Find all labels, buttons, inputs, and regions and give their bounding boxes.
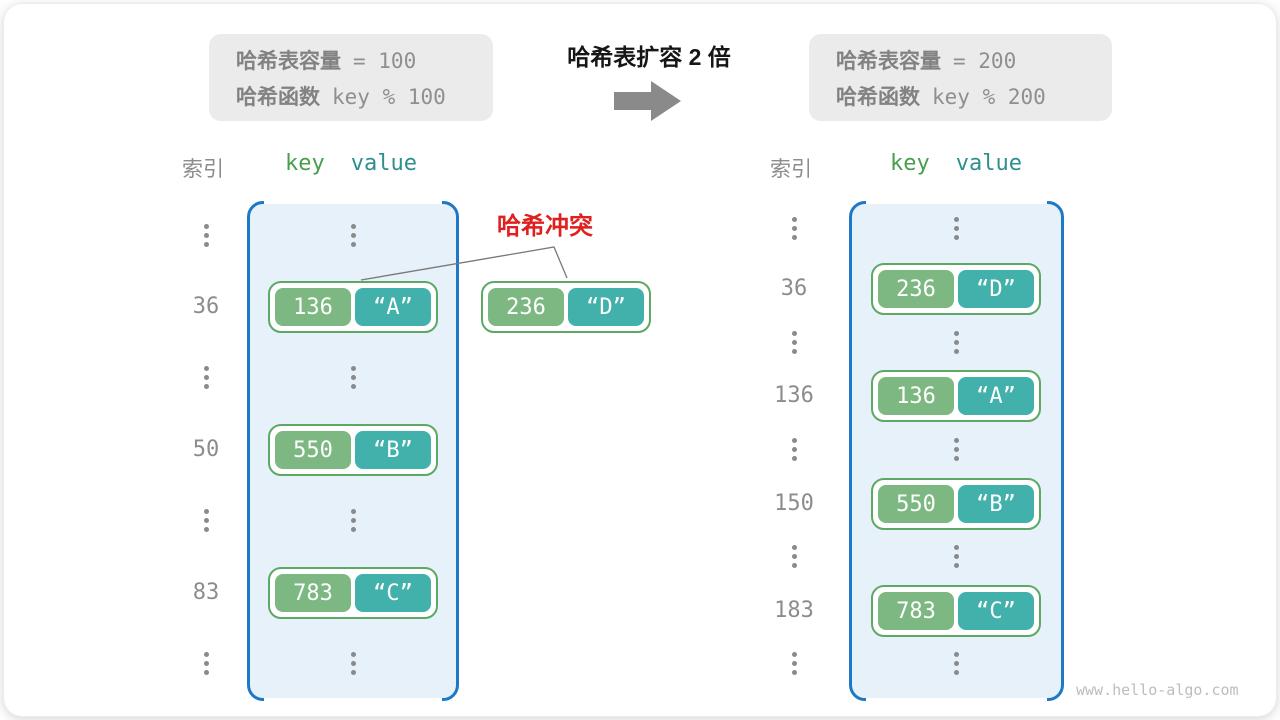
hash-fn-value: key % 200: [932, 85, 1046, 109]
key-cell: 136: [275, 288, 351, 326]
index-label: 50: [192, 437, 220, 462]
ellipsis: [784, 217, 804, 240]
kv-pair: 550 “B”: [871, 478, 1041, 530]
hash-fn-line: 哈希函数 key % 200: [836, 79, 1112, 115]
kv-pair: 236 “D”: [871, 263, 1041, 315]
index-label: 83: [192, 580, 220, 605]
kv-header-left: key value: [285, 151, 417, 176]
key-cell: 136: [878, 377, 954, 415]
ellipsis: [784, 331, 804, 354]
hash-fn-line: 哈希函数 key % 100: [236, 79, 493, 115]
key-cell: 783: [275, 574, 351, 612]
capacity-label: 哈希表容量: [836, 50, 941, 73]
value-cell: “C”: [355, 574, 431, 612]
arrow-head: [651, 81, 681, 121]
ellipsis: [784, 438, 804, 461]
expand-title: 哈希表扩容 2 倍: [567, 44, 731, 70]
ellipsis: [343, 366, 363, 389]
value-header: value: [350, 151, 417, 176]
ellipsis: [196, 652, 216, 675]
ellipsis: [784, 652, 804, 675]
index-label: 136: [774, 383, 814, 408]
ellipsis: [343, 224, 363, 247]
ellipsis: [196, 224, 216, 247]
value-cell: “A”: [355, 288, 431, 326]
key-header: key: [285, 151, 325, 176]
kv-pair-colliding: 236 “D”: [481, 281, 651, 333]
capacity-line: 哈希表容量 = 200: [836, 43, 1112, 79]
ellipsis: [196, 366, 216, 389]
key-cell: 550: [275, 431, 351, 469]
capacity-panel-before: 哈希表容量 = 100 哈希函数 key % 100: [209, 34, 493, 121]
value-header: value: [955, 151, 1022, 176]
diagram-canvas: 哈希表容量 = 100 哈希函数 key % 100 哈希表扩容 2 倍 哈希表容量…: [4, 4, 1276, 716]
kv-header-right: key value: [890, 151, 1022, 176]
ellipsis: [784, 545, 804, 568]
key-cell: 236: [878, 270, 954, 308]
kv-pair: 783 “C”: [871, 585, 1041, 637]
hash-fn-value: key % 100: [332, 85, 446, 109]
watermark: www.hello-algo.com: [1076, 681, 1239, 699]
key-cell: 783: [878, 592, 954, 630]
index-label: 183: [774, 598, 814, 623]
capacity-line: 哈希表容量 = 100: [236, 43, 493, 79]
kv-pair: 136 “A”: [268, 281, 438, 333]
index-label: 150: [774, 491, 814, 516]
ellipsis: [946, 438, 966, 461]
value-cell: “D”: [958, 270, 1034, 308]
key-cell: 550: [878, 485, 954, 523]
value-cell: “A”: [958, 377, 1034, 415]
hash-fn-label: 哈希函数: [236, 86, 320, 109]
value-cell: “B”: [958, 485, 1034, 523]
key-cell: 236: [488, 288, 564, 326]
capacity-value: = 100: [353, 49, 417, 73]
index-label: 36: [192, 294, 220, 319]
ellipsis: [946, 652, 966, 675]
right-arrow-icon: [614, 81, 681, 121]
value-cell: “D”: [568, 288, 644, 326]
capacity-label: 哈希表容量: [236, 50, 341, 73]
ellipsis: [196, 509, 216, 532]
ellipsis: [946, 331, 966, 354]
key-header: key: [890, 151, 930, 176]
ellipsis: [343, 652, 363, 675]
collision-label: 哈希冲突: [497, 213, 593, 240]
hash-fn-label: 哈希函数: [836, 86, 920, 109]
index-header-right: 索引: [770, 158, 812, 181]
kv-pair: 783 “C”: [268, 567, 438, 619]
ellipsis: [946, 545, 966, 568]
capacity-value: = 200: [953, 49, 1017, 73]
value-cell: “B”: [355, 431, 431, 469]
ellipsis: [946, 217, 966, 240]
kv-pair: 550 “B”: [268, 424, 438, 476]
kv-pair: 136 “A”: [871, 370, 1041, 422]
value-cell: “C”: [958, 592, 1034, 630]
capacity-panel-after: 哈希表容量 = 200 哈希函数 key % 200: [809, 34, 1112, 121]
index-header-left: 索引: [182, 158, 224, 181]
ellipsis: [343, 509, 363, 532]
arrow-shaft: [614, 92, 651, 110]
index-label: 36: [780, 276, 808, 301]
